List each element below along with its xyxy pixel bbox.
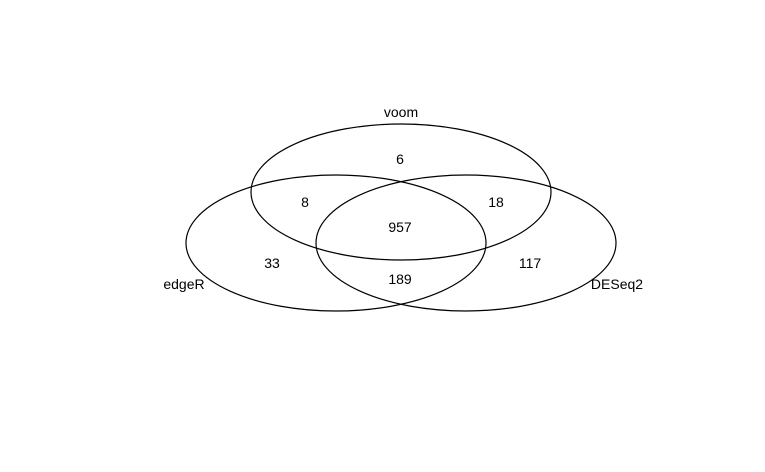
region-voom-edger-count: 8 — [301, 194, 309, 210]
region-edger-deseq2-count: 189 — [388, 271, 412, 287]
edger-set-outline — [185, 174, 487, 312]
voom-set-label: voom — [384, 104, 418, 120]
deseq2-set-label: DESeq2 — [591, 276, 643, 292]
edger-set-label: edgeR — [163, 276, 204, 292]
region-voom-deseq2-count: 18 — [488, 194, 504, 210]
deseq2-set-outline — [315, 174, 617, 312]
region-voom-only-count: 6 — [396, 151, 404, 167]
region-all-three-count: 957 — [388, 219, 412, 235]
region-edger-only-count: 33 — [264, 255, 280, 271]
voom-set-outline — [250, 123, 552, 261]
region-deseq2-only-count: 117 — [519, 255, 542, 271]
